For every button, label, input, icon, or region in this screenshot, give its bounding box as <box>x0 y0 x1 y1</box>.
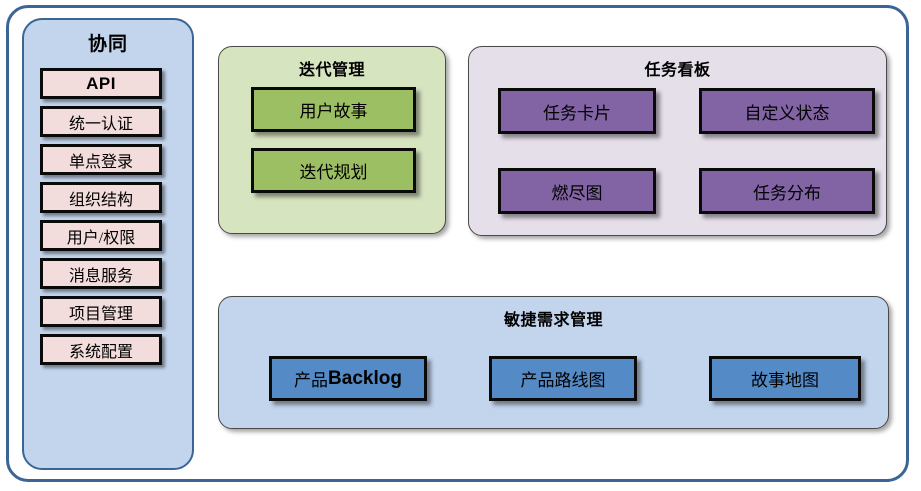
box-iteration-planning[interactable]: 迭代规划 <box>251 148 416 193</box>
box-product-backlog-label-cjk: 产品 <box>294 371 329 390</box>
sidebar-item-message-service[interactable]: 消息服务 <box>40 258 162 289</box>
panel-agile-requirement-management-title: 敏捷需求管理 <box>503 312 603 329</box>
box-story-map[interactable]: 故事地图 <box>709 356 861 401</box>
box-product-backlog-label-latin: Backlog <box>328 367 402 389</box>
box-task-distribution[interactable]: 任务分布 <box>699 168 875 214</box>
sidebar-item-system-config[interactable]: 系统配置 <box>40 334 162 365</box>
panel-task-board-title: 任务看板 <box>644 62 711 79</box>
sidebar-item-unified-auth[interactable]: 统一认证 <box>40 106 162 137</box>
box-user-story[interactable]: 用户故事 <box>251 87 416 132</box>
sidebar-item-user-permission[interactable]: 用户/权限 <box>40 220 162 251</box>
box-burndown-chart[interactable]: 燃尽图 <box>498 168 656 214</box>
panel-iteration-management: 迭代管理 用户故事 迭代规划 <box>218 46 446 234</box>
sidebar-item-org-structure[interactable]: 组织结构 <box>40 182 162 213</box>
sidebar-item-single-sign-on[interactable]: 单点登录 <box>40 144 162 175</box>
sidebar-item-api[interactable]: API <box>40 68 162 99</box>
panel-task-board: 任务看板 任务卡片 自定义状态 燃尽图 任务分布 <box>468 46 887 236</box>
sidebar-item-list: API 统一认证 单点登录 组织结构 用户/权限 消息服务 项目管理 系统配置 <box>40 68 178 372</box>
box-custom-status[interactable]: 自定义状态 <box>699 88 875 134</box>
outer-frame <box>6 5 909 482</box>
panel-iteration-management-title: 迭代管理 <box>298 62 365 79</box>
box-product-roadmap[interactable]: 产品路线图 <box>489 356 637 401</box>
box-task-card[interactable]: 任务卡片 <box>498 88 656 134</box>
sidebar-collaboration-panel: 协同 API 统一认证 单点登录 组织结构 用户/权限 消息服务 项目管理 系统… <box>22 18 194 470</box>
sidebar-item-project-management[interactable]: 项目管理 <box>40 296 162 327</box>
sidebar-title: 协同 <box>87 34 128 55</box>
